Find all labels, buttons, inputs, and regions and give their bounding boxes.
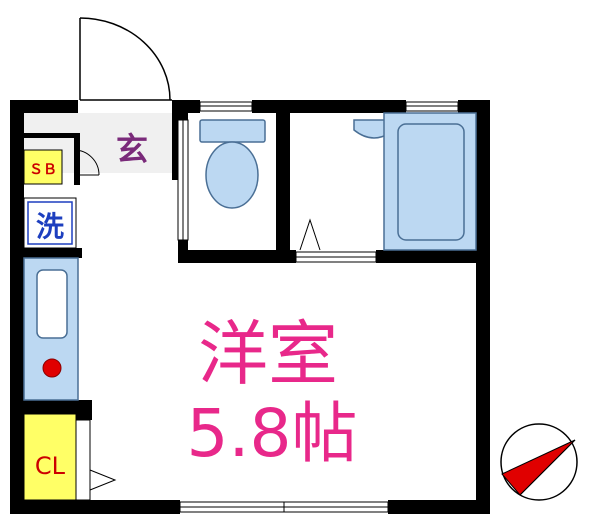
toilet-sliding-door <box>177 119 189 241</box>
closet <box>23 413 77 501</box>
shoe-box-door <box>73 149 100 176</box>
genkan-label: 玄 <box>116 130 148 168</box>
closet-label: CL <box>35 452 66 480</box>
shoe-box <box>23 149 63 185</box>
toilet-icon <box>199 119 266 209</box>
closet-door <box>75 419 117 501</box>
shoe-box-label: ＳＢ <box>29 162 57 178</box>
bathtub-icon <box>383 112 477 251</box>
windows <box>179 101 459 513</box>
room-size-label: 5.8帖 <box>187 395 358 472</box>
room-type-label: 洋室 <box>198 313 338 395</box>
bath-sliding-door <box>295 218 377 263</box>
compass-icon <box>500 423 578 501</box>
entrance-door <box>79 17 172 101</box>
washer-label: 洗 <box>36 210 64 243</box>
stove-burner-icon <box>42 358 62 378</box>
kitchen-sink-icon <box>36 269 68 339</box>
washer-box <box>27 201 73 245</box>
kitchen-counter <box>23 257 79 401</box>
